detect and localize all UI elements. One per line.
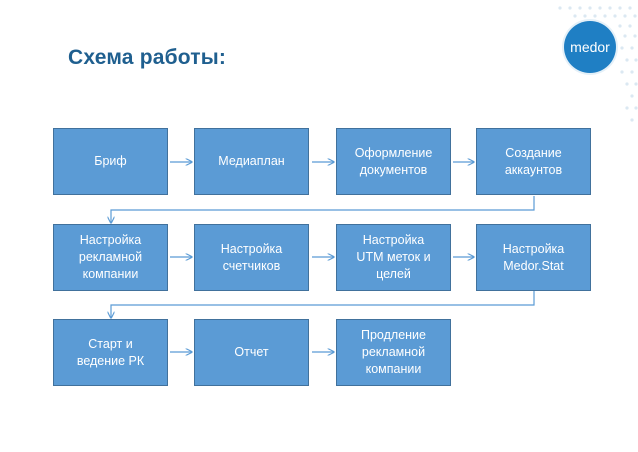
step-report: Отчет [194, 319, 309, 386]
step-ad-campaign-setup: Настройка рекламной компании [53, 224, 168, 291]
step-counters-setup: Настройка счетчиков [194, 224, 309, 291]
arrow-8-9 [111, 291, 535, 318]
logo-text: medor [570, 39, 610, 55]
step-start-campaign: Старт и ведение РК [53, 319, 168, 386]
step-mediaplan: Медиаплан [194, 128, 309, 195]
step-campaign-extension: Продление рекламной компании [336, 319, 451, 386]
arrow-4-5 [111, 196, 535, 223]
step-medor-stat-setup: Настройка Medor.Stat [476, 224, 591, 291]
page-title: Схема работы: [68, 46, 227, 69]
step-brief: Бриф [53, 128, 168, 195]
step-documents: Оформление документов [336, 128, 451, 195]
step-accounts: Создание аккаунтов [476, 128, 591, 195]
medor-logo: medor [564, 21, 616, 73]
step-utm-setup: Настройка UTM меток и целей [336, 224, 451, 291]
